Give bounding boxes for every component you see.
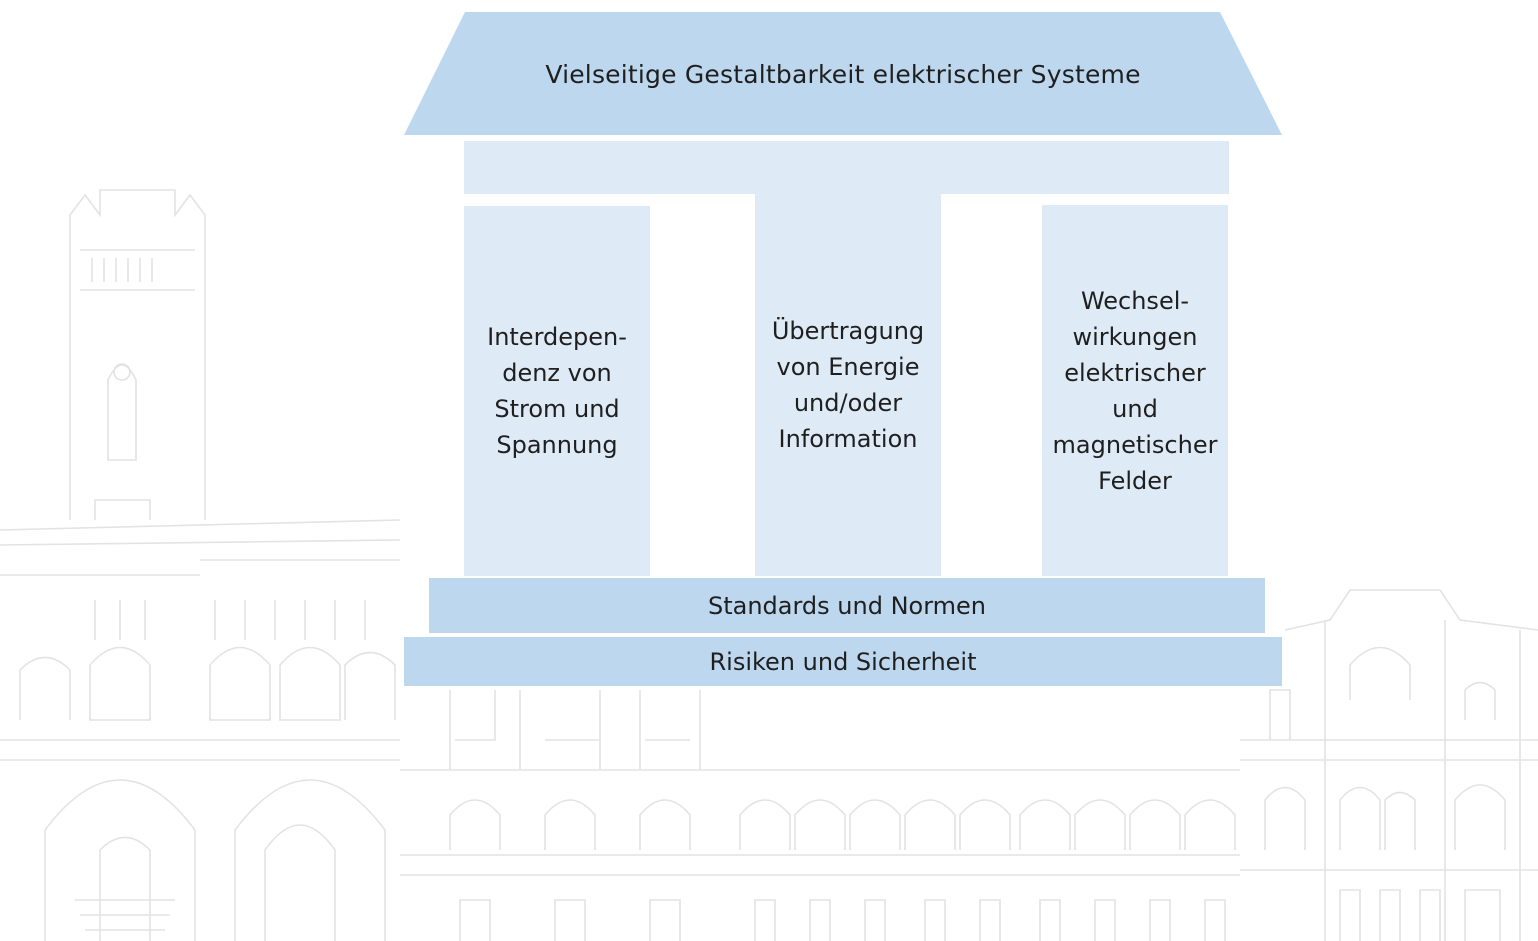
pillar-energy-information: Übertragung von Energie und/oder Informa… — [755, 194, 941, 576]
foundation-label: Standards und Normen — [707, 591, 987, 620]
pillar-label: Wechsel- wirkungen elektrischer und magn… — [1052, 286, 1218, 495]
pillar-field-interaction: Wechsel- wirkungen elektrischer und magn… — [1042, 205, 1228, 576]
foundation-risks: Risiken und Sicherheit — [404, 637, 1282, 686]
foundation-label: Risiken und Sicherheit — [709, 647, 977, 676]
roof-label: Vielseitige Gestaltbarkeit elektrischer … — [545, 59, 1141, 89]
pillar-label: Übertragung von Energie und/oder Informa… — [771, 317, 925, 453]
roof-beam — [464, 141, 1229, 194]
pillar-label: Interdepen- denz von Strom und Spannung — [487, 323, 627, 459]
pillar-current-voltage: Interdepen- denz von Strom und Spannung — [464, 206, 650, 576]
foundation-standards: Standards und Normen — [429, 578, 1265, 633]
